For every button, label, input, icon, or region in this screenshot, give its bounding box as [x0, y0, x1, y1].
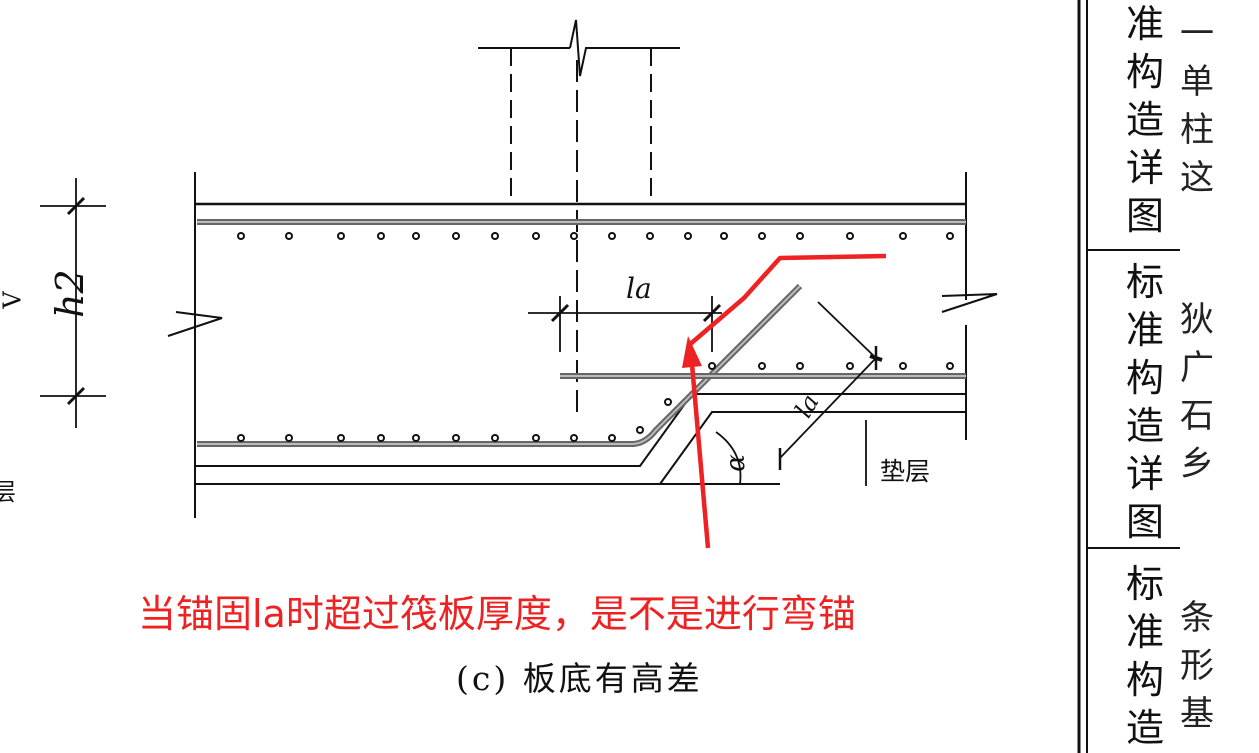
slab-outline: [194, 172, 967, 518]
side-fragment-char: 形: [1180, 646, 1214, 686]
side-title-stack-1: 准构造详图: [1115, 0, 1175, 240]
side-title-char: 详: [1125, 452, 1164, 496]
bottom-rebar: [197, 283, 966, 447]
right-panel-frame: [1077, 0, 1180, 753]
side-title-char: 标: [1125, 562, 1164, 606]
side-fragment-1: 一单柱这: [1180, 10, 1224, 202]
side-fragment-char: 柱: [1180, 110, 1214, 150]
side-title-char: 图: [1125, 194, 1164, 238]
angle-alpha-label: α: [720, 454, 751, 472]
side-fragment-char: 广: [1180, 348, 1214, 388]
side-fragment-char: 狄: [1180, 300, 1214, 340]
side-title-stack-3: 标准构造: [1115, 560, 1175, 752]
side-fragment-char: 一: [1180, 14, 1214, 54]
column-outline: [478, 19, 680, 420]
side-title-char: 造: [1125, 404, 1164, 448]
side-title-char: 详: [1125, 146, 1164, 190]
left-edge-mark: V: [0, 291, 27, 309]
side-title-char: 构: [1125, 50, 1164, 94]
side-title-char: 标: [1125, 260, 1164, 304]
side-fragment-3: 条形基: [1180, 594, 1224, 738]
side-title-char: 构: [1125, 658, 1164, 702]
side-title-stack-2: 标准构造详图: [1115, 258, 1175, 546]
side-title-char: 准: [1125, 308, 1164, 352]
side-fragment-char: 石: [1180, 396, 1214, 436]
side-title-char: 造: [1125, 706, 1164, 750]
break-symbols: [167, 293, 998, 337]
left-edge-fragment: 层: [0, 478, 16, 506]
side-title-char: 准: [1125, 610, 1164, 654]
cushion-layer-label: 垫层: [880, 457, 931, 486]
side-fragment-char: 基: [1180, 694, 1214, 734]
side-fragment-char: 这: [1180, 158, 1214, 198]
side-fragment-2: 狄广石乡: [1180, 296, 1224, 488]
side-title-char: 图: [1125, 500, 1164, 544]
top-rebar: [197, 219, 966, 240]
side-title-char: 造: [1125, 98, 1164, 142]
side-fragment-char: 单: [1180, 62, 1214, 102]
dimension-lines: [40, 178, 883, 486]
side-title-char: 准: [1125, 2, 1164, 46]
figure-caption: (c) 板底有高差: [456, 659, 703, 698]
la-horizontal-label: la: [626, 272, 652, 305]
question-annotation: 当锚固la时超过筏板厚度，是不是进行弯锚: [138, 592, 856, 636]
side-title-char: 构: [1125, 356, 1164, 400]
side-fragment-char: 条: [1180, 598, 1214, 638]
side-fragment-char: 乡: [1180, 444, 1214, 484]
h2-dimension-label: h2: [48, 269, 92, 318]
red-arrow: [682, 336, 711, 549]
red-annotation-hook: [686, 253, 887, 348]
